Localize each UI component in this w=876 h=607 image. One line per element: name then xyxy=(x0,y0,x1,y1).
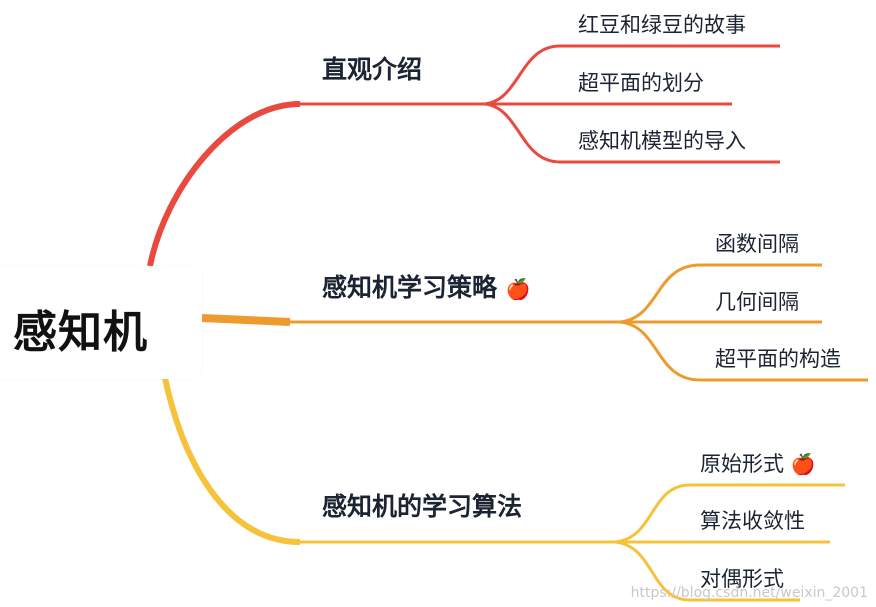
leaf-label: 函数间隔 xyxy=(715,232,799,256)
leaf-label: 原始形式 xyxy=(700,452,784,476)
connector-leaf2-3 xyxy=(619,320,868,382)
apple-icon: 🍎 xyxy=(505,277,531,301)
root-node[interactable]: 感知机 xyxy=(0,266,202,379)
connector-leaf1-3 xyxy=(484,102,780,164)
leaf-node-1-2[interactable]: 超平面的划分 xyxy=(578,67,704,97)
leaf-node-3-2[interactable]: 算法收敛性 xyxy=(700,505,805,535)
apple-icon: 🍎 xyxy=(790,452,816,476)
branch-label: 感知机学习策略 xyxy=(322,273,498,302)
leaf-label: 感知机模型的导入 xyxy=(578,129,746,153)
leaf-label: 超平面的构造 xyxy=(715,347,841,371)
leaf-node-2-2[interactable]: 几何间隔 xyxy=(715,286,799,316)
leaf-label: 对偶形式 xyxy=(700,567,784,591)
connector-leaf3-1 xyxy=(614,483,845,544)
leaf-node-1-1[interactable]: 红豆和绿豆的故事 xyxy=(578,9,746,39)
leaf-label: 算法收敛性 xyxy=(700,509,805,533)
leaf-label: 几何间隔 xyxy=(715,290,799,314)
leaf-label: 超平面的划分 xyxy=(578,71,704,95)
leaf-node-1-3[interactable]: 感知机模型的导入 xyxy=(578,125,746,155)
leaf-node-3-3[interactable]: 对偶形式 xyxy=(700,563,784,593)
connector-leaf3-3 xyxy=(614,540,800,602)
connector-root-branch1 xyxy=(147,101,301,267)
branch-node-2[interactable]: 感知机学习策略 🍎 xyxy=(322,268,531,304)
branch-label: 直观介绍 xyxy=(322,55,423,84)
root-label: 感知机 xyxy=(13,307,148,358)
leaf-node-2-3[interactable]: 超平面的构造 xyxy=(715,343,841,373)
connector-leaf1-1 xyxy=(484,44,780,106)
branch-label: 感知机的学习算法 xyxy=(322,492,523,521)
connector-leaf2-1 xyxy=(619,263,822,324)
leaf-label: 红豆和绿豆的故事 xyxy=(578,13,746,37)
connector-root-branch3 xyxy=(162,377,301,545)
leaf-node-2-1[interactable]: 函数间隔 xyxy=(715,228,799,258)
branch-node-3[interactable]: 感知机的学习算法 xyxy=(322,487,522,523)
leaf-node-3-1[interactable]: 原始形式 🍎 xyxy=(700,448,816,478)
watermark: https://blog.csdn.net/weixin_2001 xyxy=(630,585,868,601)
branch-node-1[interactable]: 直观介绍 xyxy=(322,50,422,86)
connector-root-branch2 xyxy=(201,314,291,326)
